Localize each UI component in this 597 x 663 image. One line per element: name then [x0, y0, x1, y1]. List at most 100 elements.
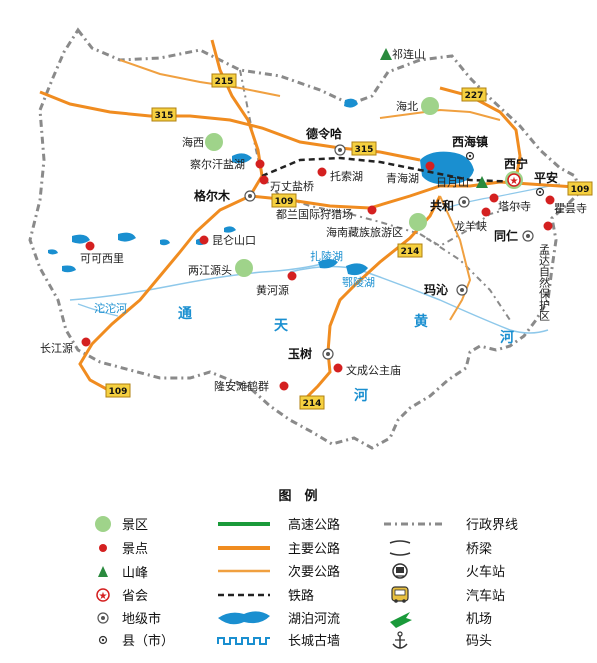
svg-text:109: 109	[275, 197, 294, 207]
legend-label-great-wall: 长城古墙	[288, 634, 340, 649]
zhaling-lake	[318, 259, 338, 269]
scenic-spot-dulan	[367, 205, 377, 215]
lake-qaidam-2	[224, 226, 236, 233]
road-shield-109b: 109	[567, 181, 593, 196]
scenic-area-haibei	[421, 97, 439, 115]
legend-label-prefecture-city: 地级市	[122, 611, 161, 627]
label-maqin: 玛沁	[424, 282, 448, 297]
scenic-spot-kunlun	[199, 235, 209, 245]
scenic-area-haixi	[205, 133, 223, 151]
scenic-spot-kekexili	[85, 241, 95, 251]
province-boundary	[28, 27, 582, 450]
label-wanzhang: 万丈盐桥	[270, 180, 314, 193]
label-taersi: 塔尔寺	[498, 200, 531, 213]
label-hainan: 海南藏族旅游区	[326, 225, 403, 239]
label-qilianshan: 祁连山	[392, 47, 425, 61]
legend-label-main-road: 主要公路	[288, 541, 340, 557]
prefecture-city-geermu	[244, 190, 256, 202]
scenic-spot-longbao	[279, 381, 289, 391]
provincial-capital-xining: ★	[507, 173, 521, 187]
label-xining: 西宁	[504, 156, 528, 171]
label-haixi: 海西	[182, 135, 204, 149]
road-shield-214a: 214	[397, 243, 423, 258]
legend-label-peak: 山峰	[122, 566, 148, 581]
label-riyueshan: 日月山	[436, 176, 469, 189]
peak-icon-riyueshan	[476, 176, 488, 188]
legend-label-train-station: 火车站	[466, 564, 505, 580]
label-changjiangyuan: 长江源	[40, 341, 73, 355]
lake-haibei	[344, 98, 358, 108]
road-shield-315a: 315	[151, 107, 177, 122]
legend-peak-icon	[98, 566, 108, 577]
legend-label-airport: 机场	[466, 612, 492, 627]
road-shield-214b: 214	[299, 395, 325, 410]
lake-kekexili-5	[160, 239, 170, 246]
svg-text:109: 109	[571, 185, 590, 195]
label-tongren: 同仁	[494, 228, 518, 243]
label-river-he2: 河	[500, 329, 514, 346]
road-north-secondary	[119, 59, 281, 97]
scenic-spot-huangheyuan	[287, 271, 297, 281]
svg-text:215: 215	[215, 77, 234, 87]
svg-text:★: ★	[510, 176, 519, 187]
yellow-river-upper	[439, 183, 561, 211]
legend-airport-icon	[390, 612, 412, 628]
legend-label-capital: 省会	[122, 589, 148, 604]
scenic-spot-mengda	[543, 221, 553, 231]
label-haibei: 海北	[396, 99, 418, 113]
lake-kekexili-1	[72, 234, 90, 244]
label-river-tong: 通	[178, 306, 192, 322]
legend-bus-station-icon	[391, 586, 409, 603]
label-longbao: 隆安滩鹤群	[214, 379, 269, 393]
legend-label-lake-river: 湖泊河流	[288, 612, 340, 627]
svg-text:★: ★	[99, 591, 108, 602]
road-109-south	[78, 194, 251, 394]
legend-lake-river-swatch	[218, 611, 270, 625]
label-kekexili: 可可西里	[80, 252, 124, 265]
scenic-spot-wencheng	[333, 363, 343, 373]
label-yushu: 玉树	[288, 346, 312, 361]
scenic-spot-riyueshan	[425, 161, 435, 171]
prefecture-city-delingha	[334, 144, 346, 156]
road-shield-315b: 315	[351, 141, 377, 156]
legend-label-railway: 铁路	[288, 588, 314, 604]
svg-text:315: 315	[155, 111, 174, 121]
prefecture-city-maqin	[456, 284, 468, 296]
legend-prefecture-city-icon	[97, 612, 109, 624]
label-gonghe: 共和	[430, 198, 454, 213]
legend-label-dock: 码头	[466, 634, 492, 649]
scenic-spot-wanzhang	[259, 175, 269, 185]
legend-label-boundary: 行政界线	[466, 518, 518, 533]
road-shield-215: 215	[211, 73, 237, 88]
label-zhalinghu: 扎陵湖	[310, 249, 343, 263]
label-longyangxia: 龙羊峡	[454, 219, 487, 233]
scenic-spot-changjiangyuan	[81, 337, 91, 347]
label-qutansi: 瞿昙寺	[554, 202, 587, 215]
label-tuotuohe: 沱沱河	[94, 301, 127, 315]
legend-capital-icon: ★	[96, 588, 110, 602]
prefecture-city-gonghe	[458, 196, 470, 208]
tuotuo-river	[77, 303, 119, 317]
legend-dock-icon	[392, 631, 408, 649]
eling-lake	[346, 263, 368, 276]
legend-bridge-icon	[389, 540, 411, 556]
tongtian-river	[69, 261, 331, 301]
scenic-spot-taersi	[489, 193, 499, 203]
legend-scenic-spot-icon	[99, 544, 107, 552]
scenic-spot-chaerhan	[255, 159, 265, 169]
scenic-area-liangjiang	[235, 259, 253, 277]
prefecture-city-tongren	[522, 230, 534, 242]
legend-label-minor-road: 次要公路	[288, 564, 340, 580]
scenic-spot-qutansi	[545, 195, 555, 205]
legend-label-county: 县（市）	[122, 633, 174, 649]
yellow-river	[289, 265, 549, 334]
label-elinghu: 鄂陵湖	[342, 276, 375, 289]
legend-great-wall-swatch	[217, 637, 270, 645]
legend-county-icon	[98, 635, 108, 645]
label-xihaizhen: 西海镇	[452, 134, 488, 149]
label-mengda: 孟达自然保护区	[538, 244, 551, 321]
label-dulan: 都兰国际狩猎场	[276, 207, 353, 221]
label-river-huang: 黄	[414, 313, 428, 330]
label-tuosuohu: 托索湖	[330, 169, 363, 183]
